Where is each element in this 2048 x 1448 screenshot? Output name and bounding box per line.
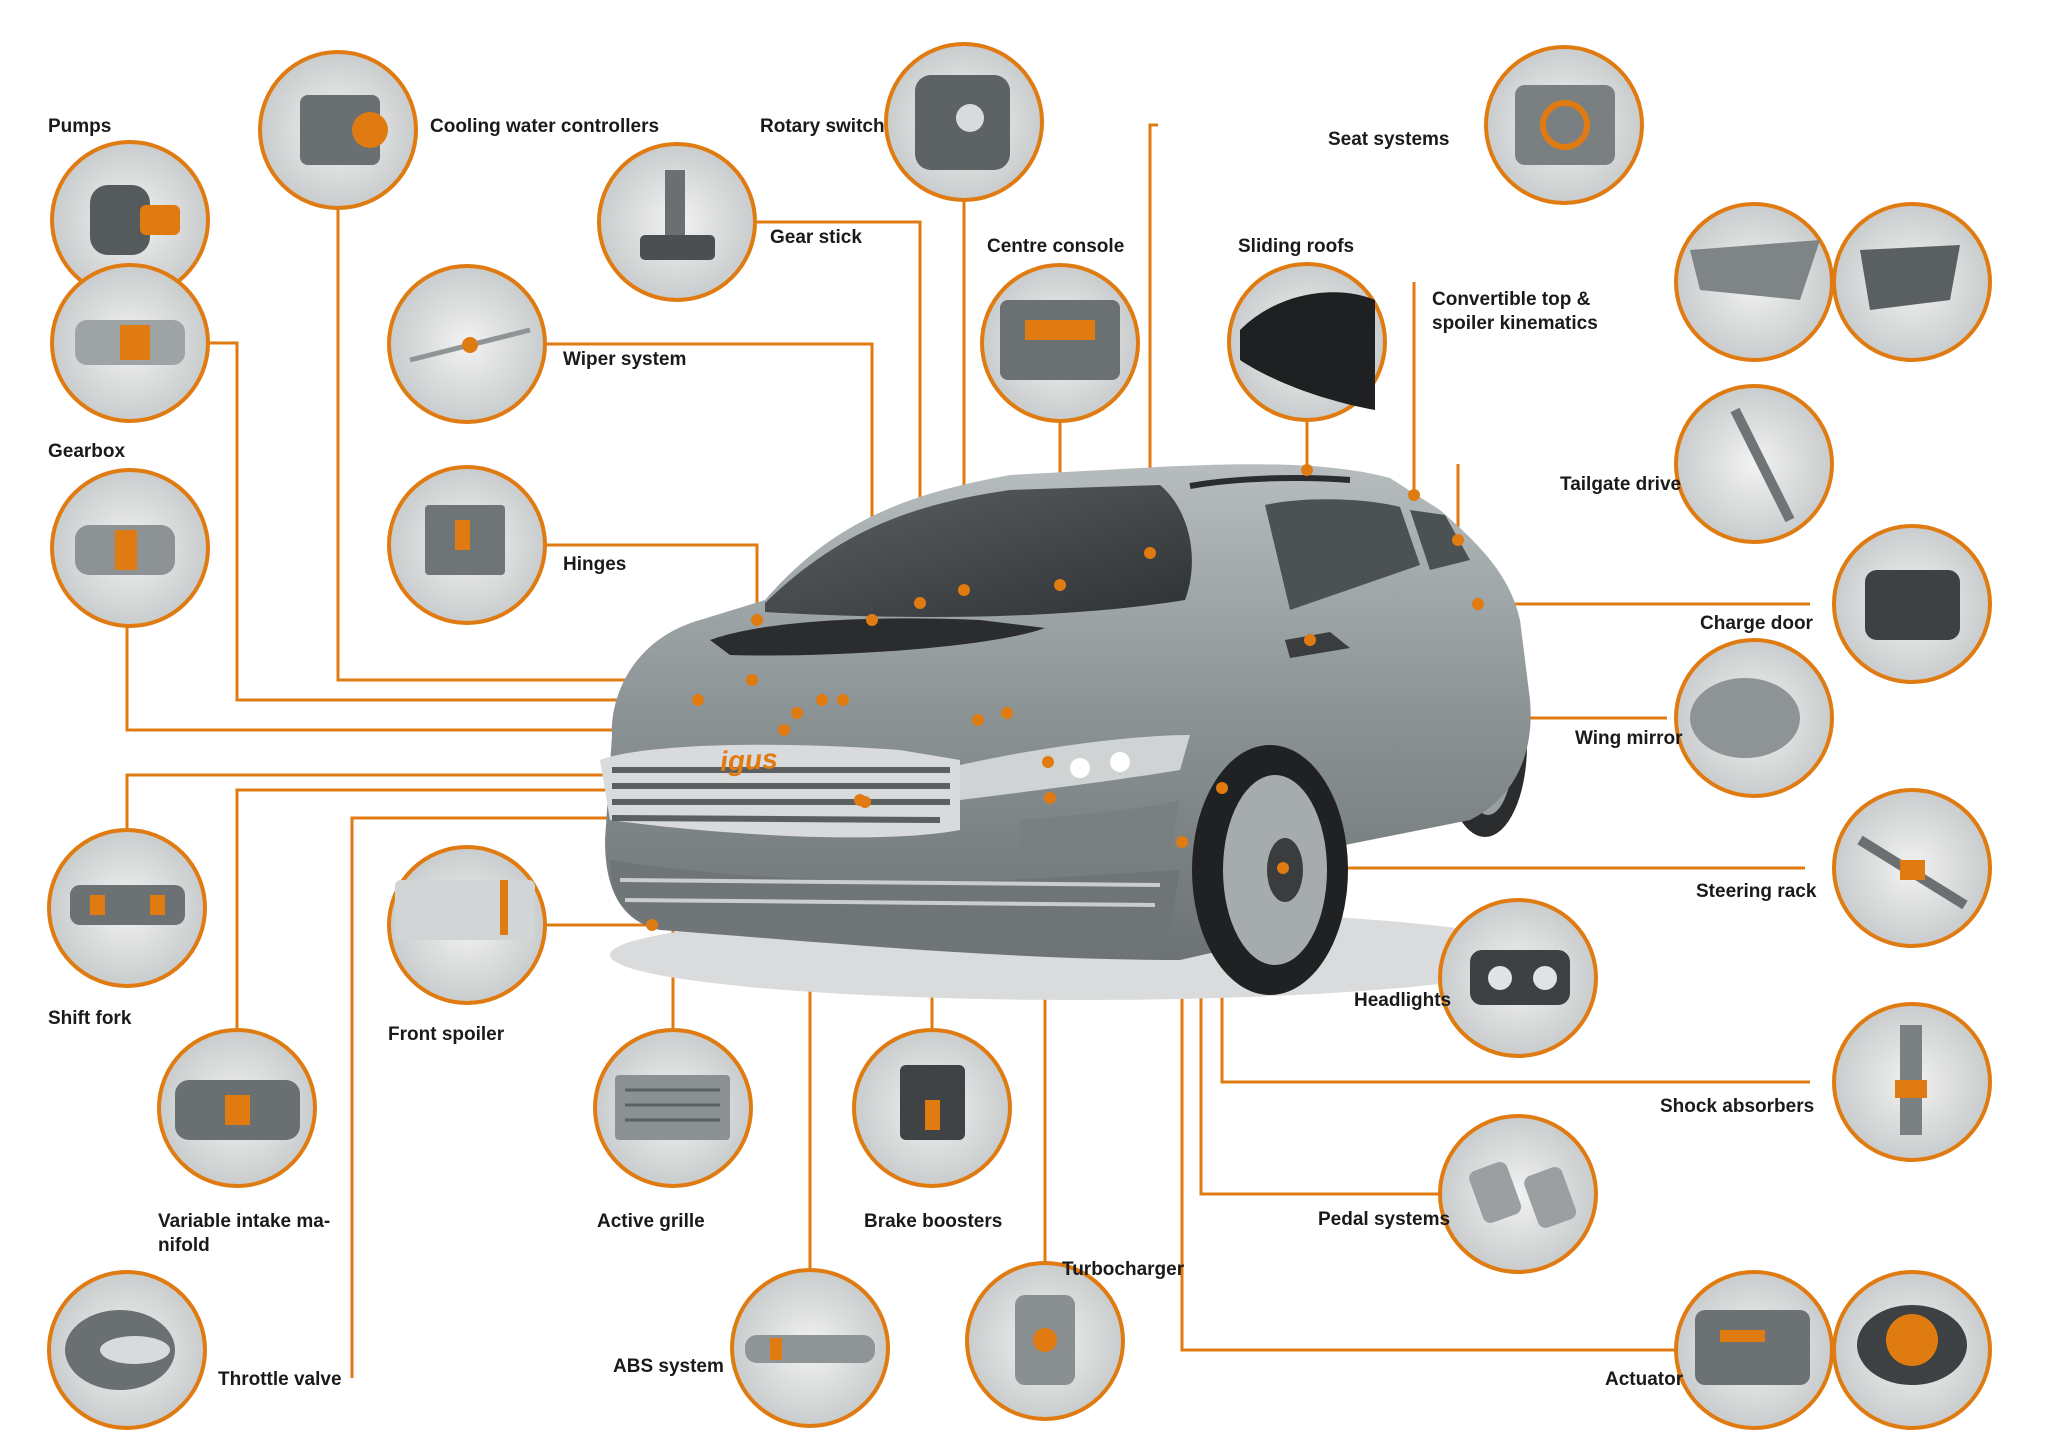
label-rotary-switch: Rotary switch — [760, 116, 885, 137]
label-hinges: Hinges — [563, 554, 627, 575]
label-cooling-water-controllers: Cooling water controllers — [430, 116, 660, 137]
leader-pumps — [208, 341, 698, 702]
label-wiper-system: Wiper system — [563, 349, 687, 370]
label-gear-stick: Gear stick — [770, 227, 862, 248]
hood-intake — [710, 618, 1045, 656]
leader-hinges — [545, 543, 759, 620]
label-brake-boosters: Brake boosters — [864, 1211, 1003, 1232]
label-seat-systems: Seat systems — [1328, 129, 1450, 150]
disc-pedal — [1438, 1114, 1598, 1274]
label-shock-absorbers: Shock absorbers — [1660, 1096, 1815, 1117]
label-gearbox: Gearbox — [48, 441, 126, 462]
leader-seat — [1148, 123, 1158, 553]
brand-logo: igus — [719, 743, 778, 777]
label-throttle-valve: Throttle valve — [218, 1369, 342, 1390]
leader-actuator — [1180, 842, 1675, 1352]
leader-gearbox — [125, 617, 784, 732]
front-grille — [600, 744, 960, 838]
label-sliding-roofs: Sliding roofs — [1238, 236, 1355, 257]
leader-cooling — [336, 170, 752, 682]
car-wing-mirror — [1285, 632, 1350, 658]
leader-gearstick — [755, 220, 922, 603]
side-window-rear — [1410, 510, 1470, 570]
label-turbocharger: Turbocharger — [1062, 1259, 1185, 1280]
label-variable-intake-manifold: Variable intake ma-nifold — [158, 1211, 331, 1256]
label-charge-door: Charge door — [1700, 613, 1813, 634]
label-active-grille: Active grille — [597, 1211, 705, 1232]
label-actuator: Actuator — [1605, 1369, 1684, 1390]
component-glyphs — [65, 75, 1968, 1390]
label-tailgate-drive: Tailgate drive — [1560, 474, 1682, 495]
label-convertible-top: Convertible top & spoiler kinematics — [1432, 289, 1598, 334]
label-centre-console: Centre console — [987, 236, 1125, 257]
label-steering-rack: Steering rack — [1696, 881, 1817, 902]
windscreen — [765, 485, 1192, 617]
label-headlights: Headlights — [1354, 990, 1452, 1011]
label-wing-mirror: Wing mirror — [1575, 728, 1683, 749]
disc-tailgate — [1674, 384, 1834, 544]
label-pumps: Pumps — [48, 116, 112, 137]
side-window-front — [1265, 499, 1420, 610]
label-abs-system: ABS system — [613, 1356, 724, 1377]
anchor-dots — [646, 464, 1484, 931]
car-illustration: igus — [600, 464, 1550, 1000]
label-front-spoiler: Front spoiler — [388, 1024, 505, 1045]
label-shift-fork: Shift fork — [48, 1008, 132, 1029]
label-pedal-systems: Pedal systems — [1318, 1209, 1451, 1230]
